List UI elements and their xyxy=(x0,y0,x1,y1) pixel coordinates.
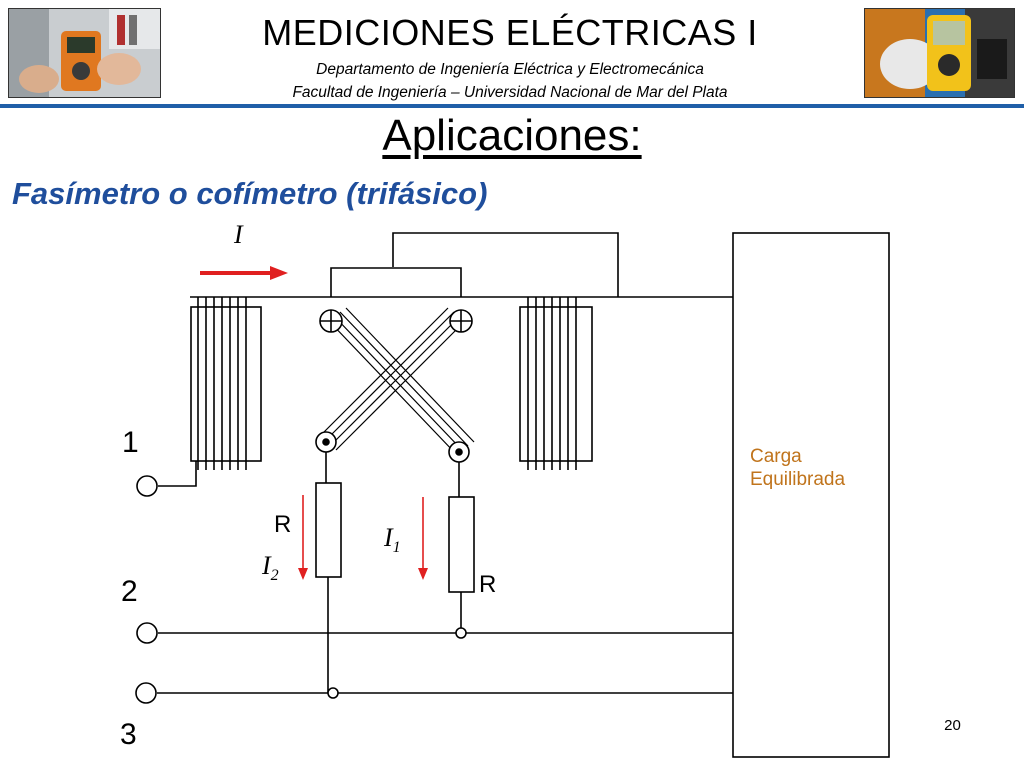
load-label-line1: Carga xyxy=(750,446,802,467)
terminal-2 xyxy=(136,622,158,644)
terminal-2-label: 2 xyxy=(121,575,138,608)
current-i1-arrow xyxy=(418,497,428,580)
department-line: Departamento de Ingeniería Eléctrica y E… xyxy=(316,61,704,78)
current-i2-arrow xyxy=(298,495,308,580)
top-inner-wire xyxy=(330,267,462,297)
faculty-line: Facultad de Ingeniería – Universidad Nac… xyxy=(292,84,728,101)
current-i1-subscript: 1 xyxy=(393,539,401,556)
resistor-right-label: R xyxy=(479,571,496,598)
terminal-3 xyxy=(135,682,157,704)
slide-subtitle: Fasímetro o cofímetro (trifásico) xyxy=(12,176,488,211)
top-outer-wire xyxy=(392,232,619,297)
balanced-load-box xyxy=(732,232,890,758)
terminal-1-label: 1 xyxy=(122,426,139,459)
svg-text:I1: I1 xyxy=(383,523,401,556)
crossed-moving-coils xyxy=(317,307,475,455)
line-1-wire xyxy=(158,461,197,487)
terminal-3-label: 3 xyxy=(120,718,137,751)
page-number: 20 xyxy=(944,717,961,734)
terminal-1 xyxy=(136,475,158,497)
svg-text:I2: I2 xyxy=(261,551,279,584)
node-line-2 xyxy=(455,627,467,639)
resistor-right xyxy=(448,496,475,593)
course-title: MEDICIONES ELÉCTRICAS I xyxy=(262,12,758,53)
current-i2-label: I xyxy=(261,551,272,580)
multimeter-photo-left xyxy=(8,8,161,98)
left-current-coil xyxy=(190,297,262,470)
right-current-coil xyxy=(519,297,593,470)
slide-title: Aplicaciones: xyxy=(382,111,642,160)
current-arrow xyxy=(200,266,288,280)
resistor-left-label: R xyxy=(274,511,291,538)
resistor-left xyxy=(315,482,342,578)
current-i2-subscript: 2 xyxy=(271,567,279,584)
node-line-3 xyxy=(327,687,339,699)
multimeter-photo-right xyxy=(864,8,1015,98)
header-divider xyxy=(0,104,1024,108)
current-label: I xyxy=(233,220,244,249)
current-i1-label: I xyxy=(383,523,394,552)
load-label-line2: Equilibrada xyxy=(750,469,845,490)
coil-terminals xyxy=(315,309,473,463)
